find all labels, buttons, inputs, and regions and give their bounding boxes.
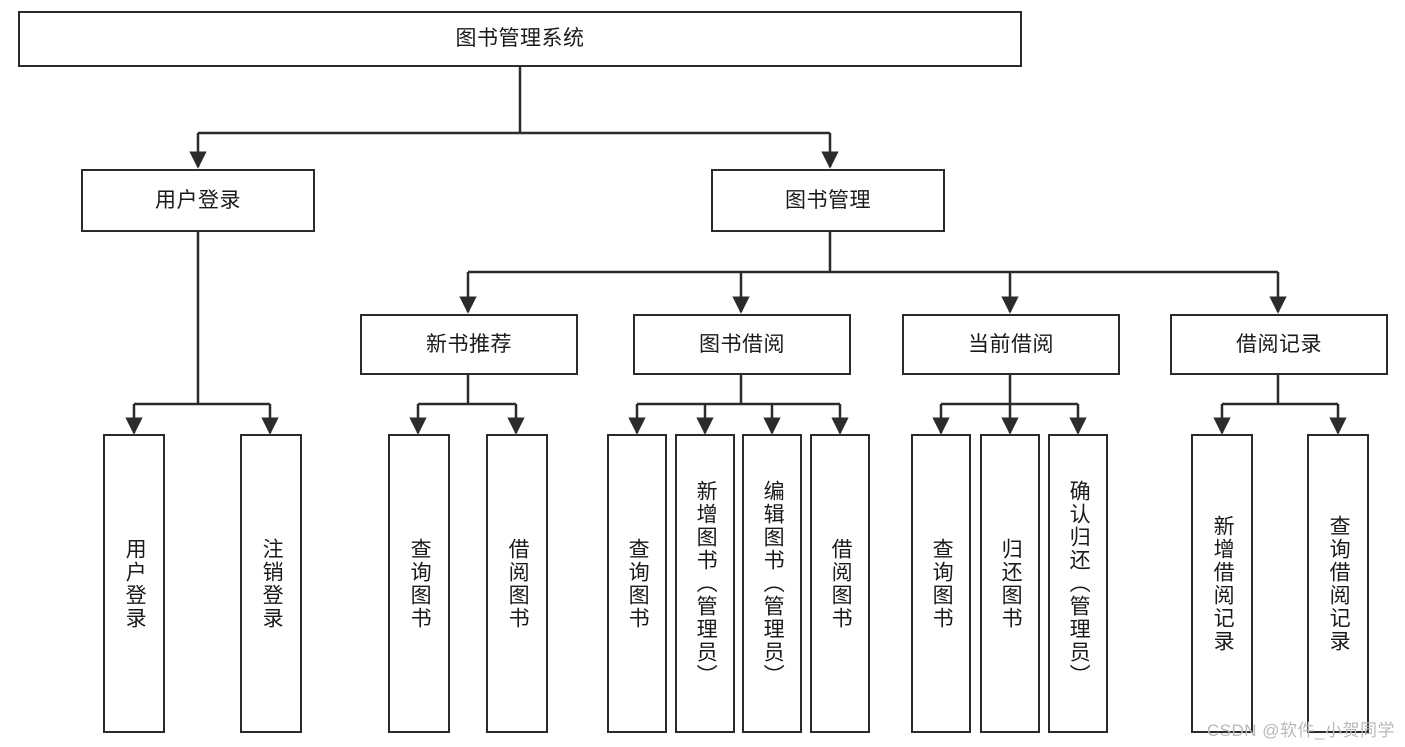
node-label: 归还图书 — [999, 537, 1023, 630]
node-label: 当前借阅 — [968, 332, 1054, 356]
node-label: 图书管理系统 — [455, 27, 585, 51]
node-user-login[interactable]: 用户登录 — [81, 169, 315, 232]
node-label: 新增图书（管理员） — [694, 480, 718, 687]
node-label: 查询图书 — [626, 537, 650, 630]
node-label: 编辑图书（管理员） — [761, 480, 785, 687]
node-book-borrow[interactable]: 图书借阅 — [633, 314, 851, 375]
leaf-query-book-borrow[interactable]: 查询图书 — [607, 434, 667, 733]
node-label: 注销登录 — [260, 537, 284, 630]
node-label: 借阅图书 — [506, 537, 530, 630]
leaf-borrow-book[interactable]: 借阅图书 — [810, 434, 870, 733]
node-label: 确认归还（管理员） — [1067, 480, 1091, 687]
node-label: 图书管理 — [785, 188, 871, 212]
leaf-query-book-recommend[interactable]: 查询图书 — [388, 434, 450, 733]
node-label: 新书推荐 — [426, 332, 512, 356]
node-root-book-management-system[interactable]: 图书管理系统 — [18, 11, 1022, 67]
leaf-logout[interactable]: 注销登录 — [240, 434, 302, 733]
node-label: 图书借阅 — [699, 332, 785, 356]
leaf-confirm-return-admin[interactable]: 确认归还（管理员） — [1048, 434, 1108, 733]
leaf-query-book-current[interactable]: 查询图书 — [911, 434, 971, 733]
leaf-add-book-admin[interactable]: 新增图书（管理员） — [675, 434, 735, 733]
leaf-return-book[interactable]: 归还图书 — [980, 434, 1040, 733]
node-label: 用户登录 — [155, 188, 241, 212]
node-label: 查询图书 — [408, 537, 432, 630]
leaf-query-borrow-record[interactable]: 查询借阅记录 — [1307, 434, 1369, 733]
node-book-management[interactable]: 图书管理 — [711, 169, 945, 232]
node-label: 借阅记录 — [1236, 332, 1322, 356]
leaf-add-borrow-record[interactable]: 新增借阅记录 — [1191, 434, 1253, 733]
node-current-borrow[interactable]: 当前借阅 — [902, 314, 1120, 375]
node-label: 新增借阅记录 — [1211, 514, 1235, 653]
leaf-borrow-book-recommend[interactable]: 借阅图书 — [486, 434, 548, 733]
node-new-book-recommend[interactable]: 新书推荐 — [360, 314, 578, 375]
leaf-edit-book-admin[interactable]: 编辑图书（管理员） — [742, 434, 802, 733]
node-label: 借阅图书 — [829, 537, 853, 630]
node-label: 查询图书 — [930, 537, 954, 630]
node-label: 用户登录 — [123, 537, 147, 630]
node-label: 查询借阅记录 — [1327, 514, 1351, 653]
leaf-user-login[interactable]: 用户登录 — [103, 434, 165, 733]
node-borrow-record[interactable]: 借阅记录 — [1170, 314, 1388, 375]
csdn-watermark: CSDN @软件_小贺同学 — [1206, 721, 1395, 740]
